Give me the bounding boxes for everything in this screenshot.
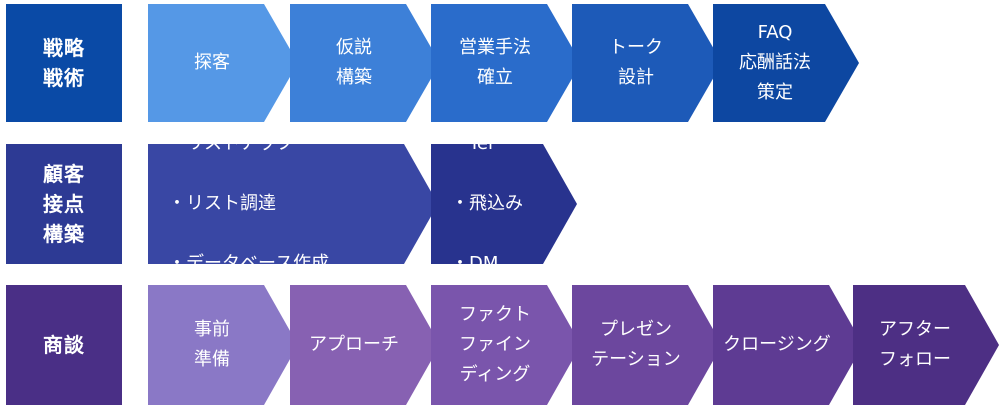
- step-prospecting: 探客: [148, 4, 298, 122]
- step-contact-methods: ・Tel ・飛込み ・DM: [431, 144, 577, 264]
- list-item: ・飛込み: [451, 193, 523, 214]
- row-label-customer-contact: 顧客 接点 構築: [6, 144, 122, 264]
- list-item: ・Tel: [451, 133, 494, 154]
- step-faq: FAQ 応酬話法 策定: [713, 4, 859, 122]
- step-label: 営業手法 確立: [459, 37, 531, 88]
- step-closing: クロージング: [713, 285, 863, 405]
- step-label: FAQ 応酬話法 策定: [739, 22, 811, 103]
- step-list: ・リストアップ ・リスト調達 ・データベース作成: [148, 99, 351, 309]
- step-fact-finding: ファクト ファイン ディング: [431, 285, 581, 405]
- step-talk-design: トーク 設計: [572, 4, 722, 122]
- row-label-negotiation: 商談: [6, 285, 122, 405]
- step-label: ファクト ファイン ディング: [459, 304, 531, 385]
- row-strategy: 戦略 戦術 探客 仮説 構築 営業手法 確立 トーク 設計 FAQ 応酬話法 策…: [0, 4, 1000, 122]
- step-after-follow: アフター フォロー: [853, 285, 999, 405]
- list-item: ・リストアップ: [168, 133, 294, 154]
- list-item: ・DM: [451, 253, 499, 274]
- step-label: クロージング: [723, 334, 831, 355]
- step-hypothesis: 仮説 構築: [290, 4, 440, 122]
- step-preparation: 事前 準備: [148, 285, 298, 405]
- step-sales-method: 営業手法 確立: [431, 4, 581, 122]
- row-label-strategy: 戦略 戦術: [6, 4, 122, 122]
- step-list: ・Tel ・飛込み ・DM: [431, 99, 545, 309]
- step-presentation: プレゼン テーション: [572, 285, 722, 405]
- step-label: トーク 設計: [609, 37, 663, 88]
- step-label: プレゼン テーション: [591, 319, 681, 370]
- row-customer-contact: 顧客 接点 構築 ・リストアップ ・リスト調達 ・データベース作成 ・Tel ・…: [0, 144, 1000, 264]
- list-item: ・リスト調達: [168, 193, 276, 214]
- step-approach: アプローチ: [290, 285, 440, 405]
- row-negotiation: 商談 事前 準備 アプローチ ファクト ファイン ディング プレゼン テーション…: [0, 285, 1000, 405]
- step-label: アプローチ: [309, 334, 399, 355]
- step-label: 事前 準備: [194, 319, 230, 370]
- step-label: 探客: [194, 52, 230, 73]
- step-label: 仮説 構築: [336, 37, 372, 88]
- step-label: アフター フォロー: [879, 319, 951, 370]
- list-item: ・データベース作成: [168, 253, 330, 274]
- step-list-building: ・リストアップ ・リスト調達 ・データベース作成: [148, 144, 438, 264]
